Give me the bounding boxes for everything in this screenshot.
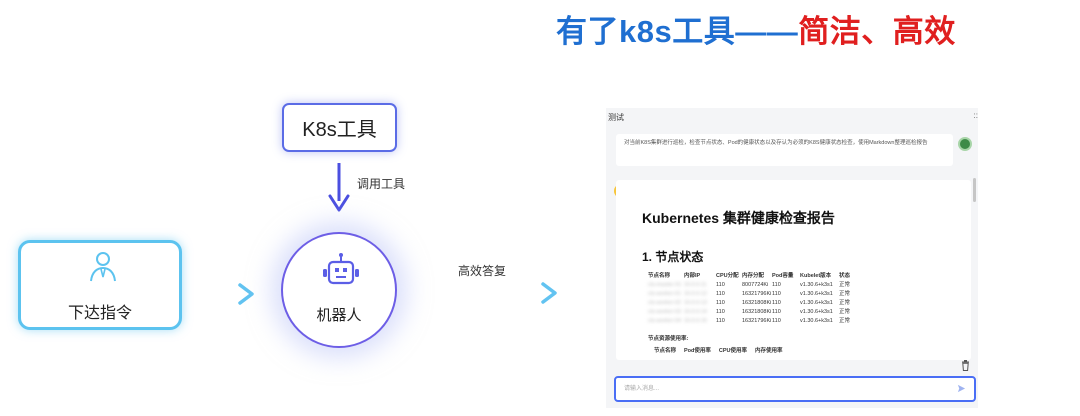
user-node-label: 下达指令 <box>67 305 132 322</box>
table-cell-mem: 16321808Ki <box>742 300 772 306</box>
arrow-user-to-robot-head <box>238 283 254 305</box>
table-cell-name: cls-worker-04 <box>648 318 682 324</box>
table-cell-ip: 10.0.0.12 <box>684 291 707 297</box>
table-header-cell: Pod容量 <box>772 273 794 279</box>
table-row: cls-master-01 10.0.0.11 110 8007724Ki 11… <box>648 281 853 290</box>
table-cell-status: 正常 <box>839 318 851 324</box>
table-cell-kubelet: v1.30.6+k3s1 <box>800 309 833 315</box>
table-header-cell: Kubelet版本 <box>800 273 832 279</box>
table-cell-pod: 110 <box>772 291 781 297</box>
table-cell-cpu: 110 <box>716 282 725 288</box>
k8s-tool-node: K8s工具 <box>282 103 397 152</box>
headline-part2: 简洁、高效 <box>798 14 956 49</box>
table-cell-name: cls-master-01 <box>648 282 682 288</box>
table-cell-name: cls-worker-03 <box>648 309 682 315</box>
chat-scrollbar[interactable] <box>973 178 976 202</box>
table-cell-pod: 110 <box>772 318 781 324</box>
arrow-tool-to-robot-head <box>328 194 350 212</box>
edge-label-efficient-reply: 高效答复 <box>458 264 507 278</box>
table-cell-mem: 16321796Ki <box>742 318 772 324</box>
usage-header-cell: 内存使用率 <box>755 348 783 354</box>
table-cell-mem: 16321796Ki <box>742 291 772 297</box>
node-status-table: 节点名称 内部IP CPU分配 内存分配 Pod容量 Kubelet版本 状态 … <box>648 272 853 326</box>
table-cell-status: 正常 <box>839 291 851 297</box>
table-cell-ip: 10.0.0.14 <box>684 309 707 315</box>
table-header-cell: 内部IP <box>684 273 701 279</box>
table-row: cls-worker-01 10.0.0.12 110 16321796Ki 1… <box>648 290 853 299</box>
table-header-cell: 状态 <box>839 273 851 279</box>
report-title: Kubernetes 集群健康检查报告 <box>642 210 835 226</box>
robot-icon <box>323 253 359 285</box>
table-cell-status: 正常 <box>839 282 851 288</box>
table-cell-name: cls-worker-01 <box>648 291 682 297</box>
table-cell-cpu: 110 <box>716 291 725 297</box>
chat-input-placeholder: 请输入消息... <box>624 386 660 392</box>
usage-table-header-row: 节点名称 Pod使用率 CPU使用率 内存使用率 <box>654 346 791 354</box>
table-cell-ip: 10.0.0.15 <box>684 318 707 324</box>
table-cell-status: 正常 <box>839 309 851 315</box>
user-avatar <box>958 137 972 151</box>
connector-arrows <box>196 163 557 305</box>
send-icon[interactable] <box>957 384 966 393</box>
table-cell-name: cls-worker-02 <box>648 300 682 306</box>
bot-report-message: Kubernetes 集群健康检查报告 1. 节点状态 节点名称 内部IP CP… <box>616 180 971 360</box>
k8s-tool-label: K8s工具 <box>302 119 377 141</box>
table-cell-ip: 10.0.0.11 <box>684 282 707 288</box>
table-cell-cpu: 110 <box>716 318 725 324</box>
table-cell-pod: 110 <box>772 282 781 288</box>
table-header-cell: CPU分配 <box>716 273 739 279</box>
table-cell-ip: 10.0.0.13 <box>684 300 707 306</box>
chat-title: 测试 <box>608 113 624 122</box>
table-cell-cpu: 110 <box>716 300 725 306</box>
table-header-cell: 节点名称 <box>648 273 671 279</box>
user-message-bubble: 对当前K8S集群进行巡检，检查节点状态、Pod的健康状态以及存认为必须的K8S健… <box>616 134 953 166</box>
table-row: cls-worker-02 10.0.0.13 110 16321808Ki 1… <box>648 299 853 308</box>
edge-label-call-tool: 调用工具 <box>357 177 406 191</box>
table-cell-kubelet: v1.30.6+k3s1 <box>800 291 833 297</box>
table-header-row: 节点名称 内部IP CPU分配 内存分配 Pod容量 Kubelet版本 状态 <box>648 272 853 281</box>
report-section-node-status: 1. 节点状态 <box>642 250 704 264</box>
report-subsection-resource-usage: 节点资源使用率: <box>648 336 689 342</box>
table-row: cls-worker-03 10.0.0.14 110 16321808Ki 1… <box>648 308 853 317</box>
table-cell-kubelet: v1.30.6+k3s1 <box>800 318 833 324</box>
robot-node-label: 机器人 <box>316 307 362 324</box>
chat-input[interactable]: 请输入消息... <box>614 376 976 402</box>
user-person-icon <box>90 252 116 282</box>
table-cell-pod: 110 <box>772 300 781 306</box>
usage-header-cell: Pod使用率 <box>684 348 711 354</box>
chat-panel: 测试 :: 对当前K8S集群进行巡检，检查节点状态、Pod的健康状态以及存认为必… <box>606 108 978 408</box>
headline: 有了k8s工具——简洁、高效 <box>556 6 956 51</box>
usage-header-cell: 节点名称 <box>654 348 677 354</box>
table-header-cell: 内存分配 <box>742 273 765 279</box>
arrow-robot-to-chat-head <box>541 282 557 304</box>
table-cell-status: 正常 <box>839 300 851 306</box>
headline-part1: 有了k8s工具—— <box>556 14 799 49</box>
table-cell-mem: 16321808Ki <box>742 309 772 315</box>
table-cell-mem: 8007724Ki <box>742 282 769 288</box>
table-cell-kubelet: v1.30.6+k3s1 <box>800 300 833 306</box>
table-cell-kubelet: v1.30.6+k3s1 <box>800 282 833 288</box>
table-cell-cpu: 110 <box>716 309 725 315</box>
table-cell-pod: 110 <box>772 309 781 315</box>
trash-icon[interactable] <box>961 360 970 371</box>
robot-node: 机器人 <box>281 232 397 348</box>
chat-expand-button[interactable]: :: <box>973 111 978 120</box>
user-node: 下达指令 <box>18 240 182 330</box>
usage-header-cell: CPU使用率 <box>718 348 748 354</box>
table-row: cls-worker-04 10.0.0.15 110 16321796Ki 1… <box>648 317 853 326</box>
